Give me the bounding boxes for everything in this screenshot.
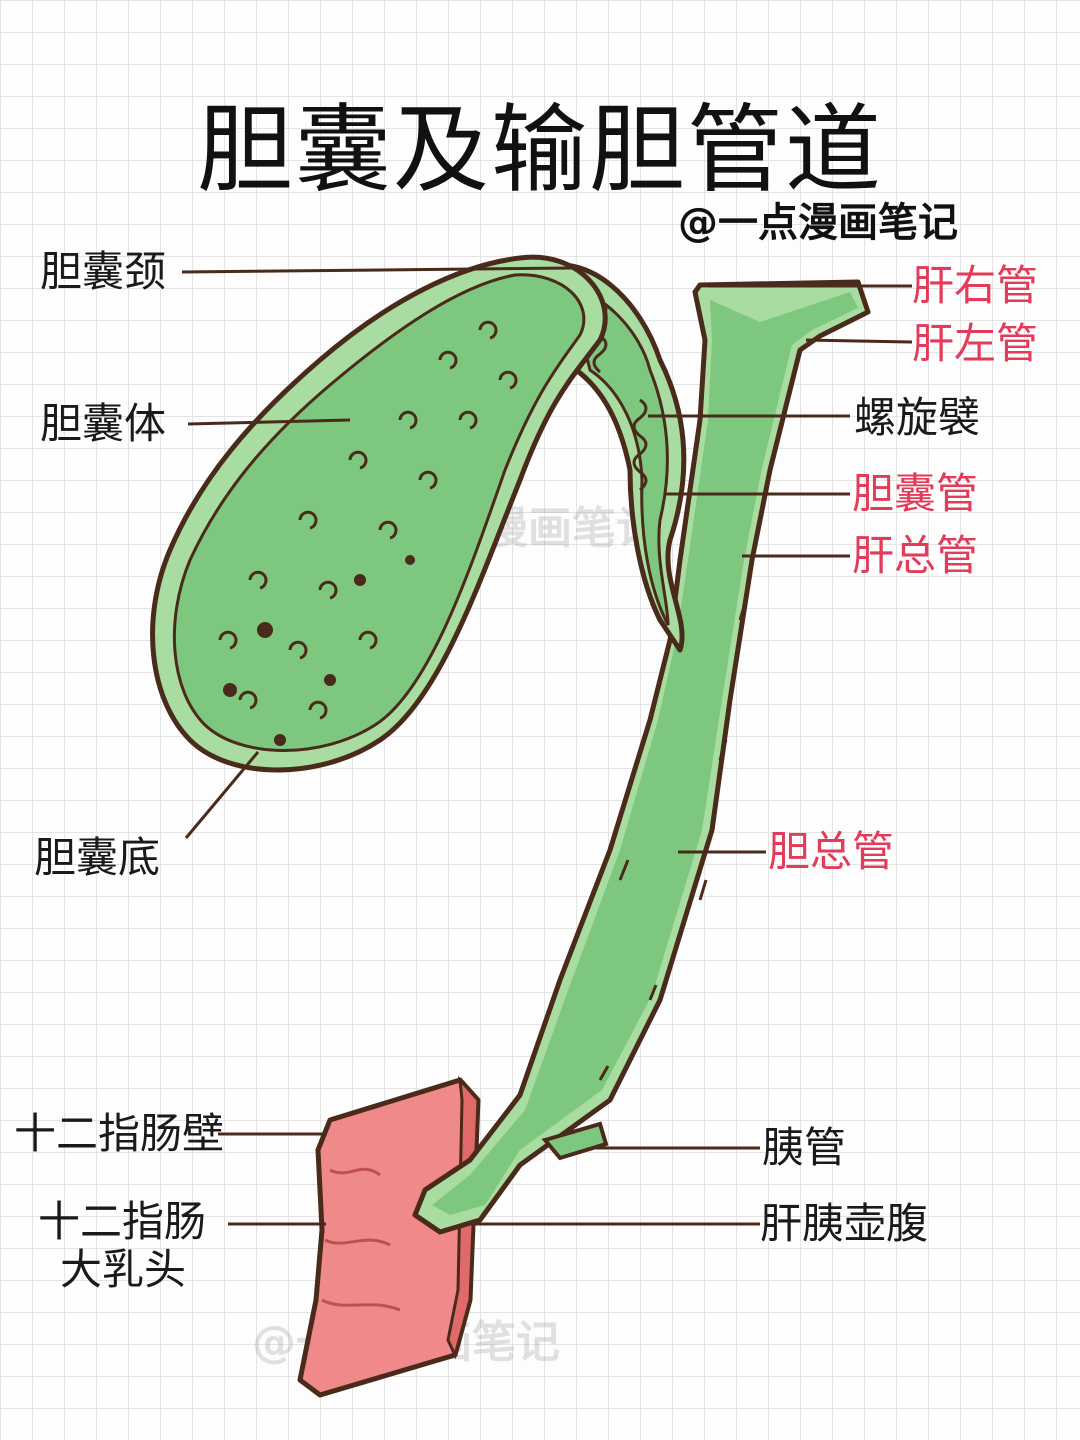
label-spiral-fold: 螺旋襞 xyxy=(854,393,981,442)
label-pancreatic-duct: 胰管 xyxy=(762,1123,847,1172)
label-right-hepatic-duct: 肝右管 xyxy=(912,261,1039,310)
label-cystic-duct: 胆囊管 xyxy=(852,469,979,518)
label-duodenal-wall: 十二指肠壁 xyxy=(14,1109,225,1158)
label-common-hepatic-duct: 肝总管 xyxy=(852,531,979,580)
leader-lines xyxy=(181,266,913,1226)
label-gallbladder-neck: 胆囊颈 xyxy=(40,247,167,296)
label-gallbladder-fundus: 胆囊底 xyxy=(34,833,161,882)
label-major-papilla-line1: 十二指肠 xyxy=(38,1197,207,1246)
author-credit: @一点漫画笔记 xyxy=(678,200,958,246)
page-title: 胆囊及输胆管道 xyxy=(197,94,883,206)
label-common-bile-duct: 胆总管 xyxy=(768,827,895,876)
label-hepatopancreatic-ampulla: 肝胰壶腹 xyxy=(760,1199,929,1248)
label-left-hepatic-duct: 肝左管 xyxy=(912,319,1039,368)
duodenum xyxy=(297,1075,481,1398)
label-major-papilla-line2: 大乳头 xyxy=(60,1245,187,1294)
label-gallbladder-body: 胆囊体 xyxy=(40,399,167,448)
gallbladder xyxy=(150,254,608,773)
